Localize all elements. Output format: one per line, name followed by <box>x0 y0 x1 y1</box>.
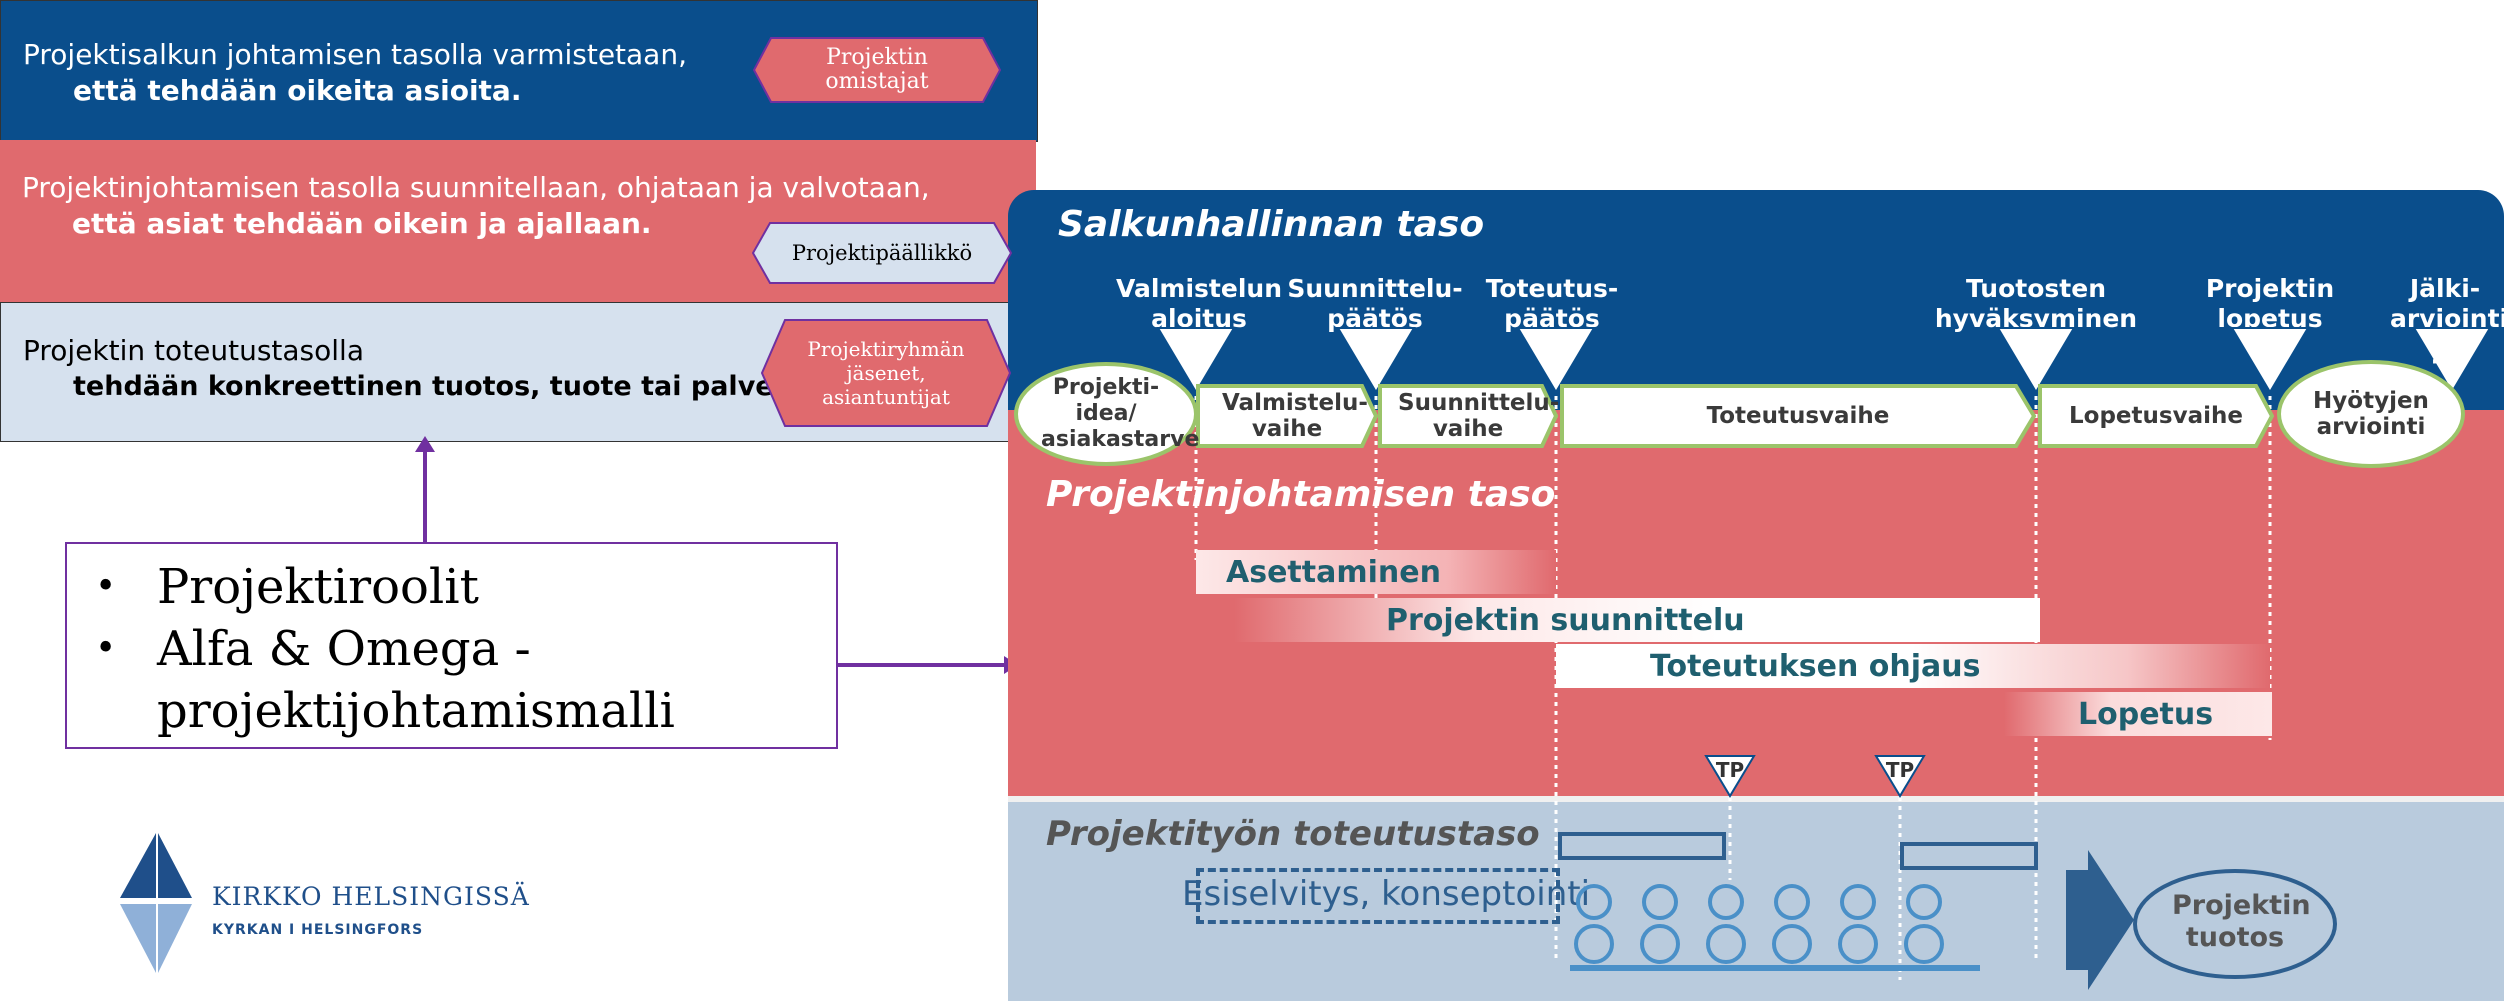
execution-level-text: Projektin toteutustasolla tehdään konkre… <box>23 333 812 405</box>
role-portfolio-owners: Projektin omistajat <box>753 37 1001 103</box>
gate-code-p1: P1 <box>1354 330 1398 365</box>
management-level-title: Projektinjohtamisen taso <box>1046 474 1556 515</box>
role-project-manager: Projektipäällikkö <box>752 222 1012 284</box>
portfolio-text-line-2: että tehdään oikeita asioita. <box>73 74 522 107</box>
logo-name-sv: KYRKAN I HELSINGFORS <box>212 922 424 938</box>
tp-marker-2: TP <box>1885 758 1915 782</box>
callout-item-model-cont: projektijohtamismalli <box>157 683 675 739</box>
callout-item-model: Alfa & Omega - <box>95 618 836 680</box>
sprint-box-2 <box>1900 842 2038 870</box>
execution-level-band: Projektin toteutustasolla tehdään konkre… <box>0 302 1036 442</box>
cross-logo-icon <box>120 833 192 973</box>
bar-execution-control: Toteutuksen ohjaus <box>1556 644 2270 688</box>
project-output: Projektin tuotos <box>2132 868 2338 980</box>
church-logo: KIRKKO HELSINGISSÄ KYRKAN I HELSINGFORS <box>116 828 536 978</box>
gate-code-p0: P0 <box>1174 330 1218 365</box>
portfolio-text-line-1: Projektisalkun johtamisen tasolla varmis… <box>23 38 687 71</box>
phase-benefits-evaluation: Hyötyjen arviointi <box>2276 360 2466 468</box>
callout-item-roles: Projektiroolit <box>95 556 836 618</box>
phase-closing: Lopetusvaihe <box>2038 384 2274 448</box>
execution-text-line-1: Projektin toteutustasolla <box>23 334 364 367</box>
gate-code-p4: P4 <box>2248 330 2292 365</box>
management-text-line-1: Projektinjohtamisen tasolla suunnitellaa… <box>22 171 930 204</box>
gate-code-p2: P2 <box>1534 330 1578 365</box>
portfolio-level-text: Projektisalkun johtamisen tasolla varmis… <box>23 37 687 109</box>
project-output-label: Projektin tuotos <box>2172 890 2311 953</box>
phase-planning: Suunnittelu-vaihe <box>1378 384 1559 448</box>
portfolio-level-band: Projektisalkun johtamisen tasolla varmis… <box>0 0 1038 142</box>
bar-project-planning: Projektin suunnittelu <box>1234 598 2040 642</box>
logo-name-fi: KIRKKO HELSINGISSÄ <box>212 882 530 911</box>
management-text-line-2: että asiat tehdään oikein ja ajallaan. <box>72 207 652 240</box>
roles-callout: Projektiroolit Alfa & Omega - projektijo… <box>65 542 838 749</box>
phase-project-idea: Projekti-idea/ asiakastarve <box>1014 362 1199 466</box>
sprint-cycle-icons <box>1570 884 1980 971</box>
tp-marker-1: TP <box>1715 758 1745 782</box>
phase-preparation: Valmistelu-vaihe <box>1196 384 1378 448</box>
management-level-text: Projektinjohtamisen tasolla suunnitellaa… <box>22 170 930 242</box>
model-separator <box>1008 796 2504 802</box>
sprint-box-1 <box>1558 832 1726 860</box>
portfolio-level-title: Salkunhallinnan taso <box>1058 204 1485 245</box>
bar-setting-up: Asettaminen <box>1196 550 1556 594</box>
execution-level-title: Projektityön toteutustaso <box>1046 814 1540 854</box>
management-level-band: Projektinjohtamisen tasolla suunnitellaa… <box>0 140 1036 302</box>
preliminary-study-box <box>1196 868 1560 924</box>
model-portfolio-band <box>1008 190 2504 410</box>
preliminary-study-label: Esiselvitys, konseptointi <box>1182 874 1591 914</box>
gate-label-p1: Suunnittelu-päätös <box>1287 274 1463 333</box>
bar-closing: Lopetus <box>2004 692 2272 736</box>
callout-arrows <box>415 436 1018 674</box>
execution-text-line-2: tehdään konkreettinen tuotos, tuote tai … <box>73 371 813 402</box>
role-project-team: Projektiryhmän jäsenet, asiantuntijat <box>761 319 1011 427</box>
phase-execution: Toteutusvaihe <box>1560 384 2036 448</box>
gate-code-p3: P3 <box>2014 330 2058 365</box>
gate-code-ja: JA <box>2434 330 2470 365</box>
output-arrow-icon <box>2066 850 2134 990</box>
